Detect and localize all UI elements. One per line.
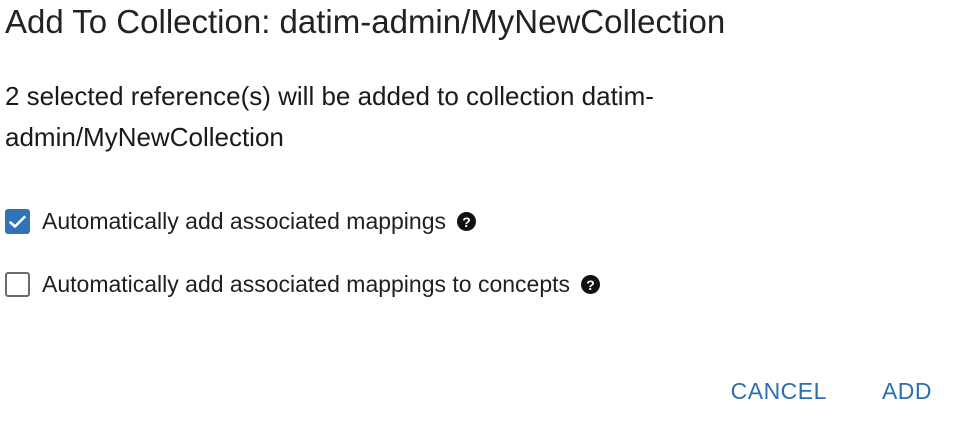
checkmark-icon	[9, 215, 26, 228]
checkbox-add-mappings-to-concepts[interactable]	[5, 272, 30, 297]
question-circle-icon[interactable]: ?	[581, 275, 601, 294]
option-label: Automatically add associated mappings to…	[42, 271, 571, 297]
dialog-description: 2 selected reference(s) will be added to…	[5, 81, 654, 152]
option-add-mappings-to-concepts[interactable]: Automatically add associated mappings to…	[5, 271, 601, 298]
add-button[interactable]: ADD	[881, 378, 932, 404]
cancel-button[interactable]: CANCEL	[730, 378, 827, 404]
question-circle-icon[interactable]: ?	[457, 212, 477, 231]
option-label: Automatically add associated mappings	[42, 208, 447, 234]
option-add-associated-mappings[interactable]: Automatically add associated mappings ?	[5, 208, 477, 235]
dialog-actions: CANCEL ADD	[731, 378, 932, 405]
dialog-title: Add To Collection: datim-admin/MyNewColl…	[5, 3, 726, 40]
checkbox-add-associated-mappings[interactable]	[5, 209, 30, 234]
